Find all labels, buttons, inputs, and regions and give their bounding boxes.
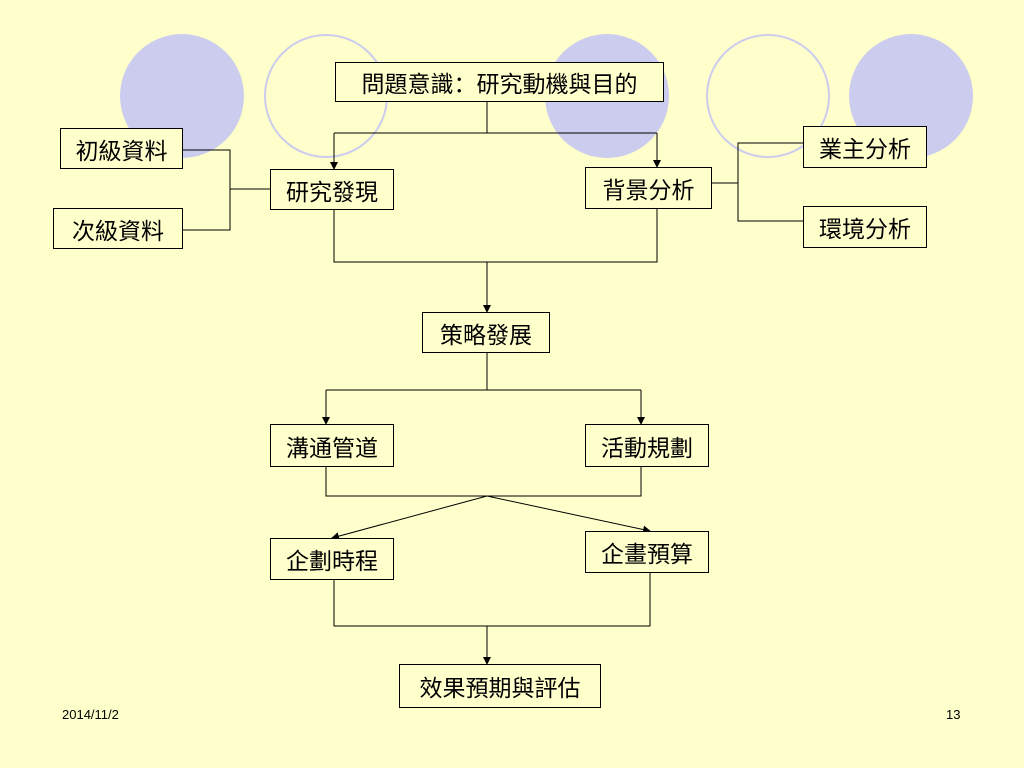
- node-planning-schedule: 企劃時程: [270, 538, 394, 580]
- node-research-findings: 研究發現: [270, 169, 394, 210]
- footer-page-number: 13: [946, 707, 961, 722]
- node-strategy-development: 策略發展: [422, 312, 550, 353]
- node-communication-channel: 溝通管道: [270, 424, 394, 467]
- node-owner-analysis: 業主分析: [803, 126, 927, 168]
- node-activity-planning: 活動規劃: [585, 424, 709, 467]
- node-problem-awareness: 問題意識：研究動機與目的: [335, 62, 664, 102]
- footer-date: 2014/11/2: [62, 707, 119, 722]
- node-secondary-data: 次級資料: [53, 208, 183, 249]
- node-environment-analysis: 環境分析: [803, 206, 927, 248]
- node-planning-budget: 企畫預算: [585, 531, 709, 573]
- node-primary-data: 初級資料: [60, 128, 183, 169]
- node-background-analysis: 背景分析: [585, 167, 712, 209]
- node-evaluation: 效果預期與評估: [399, 664, 601, 708]
- decor-circle-4: [706, 34, 830, 158]
